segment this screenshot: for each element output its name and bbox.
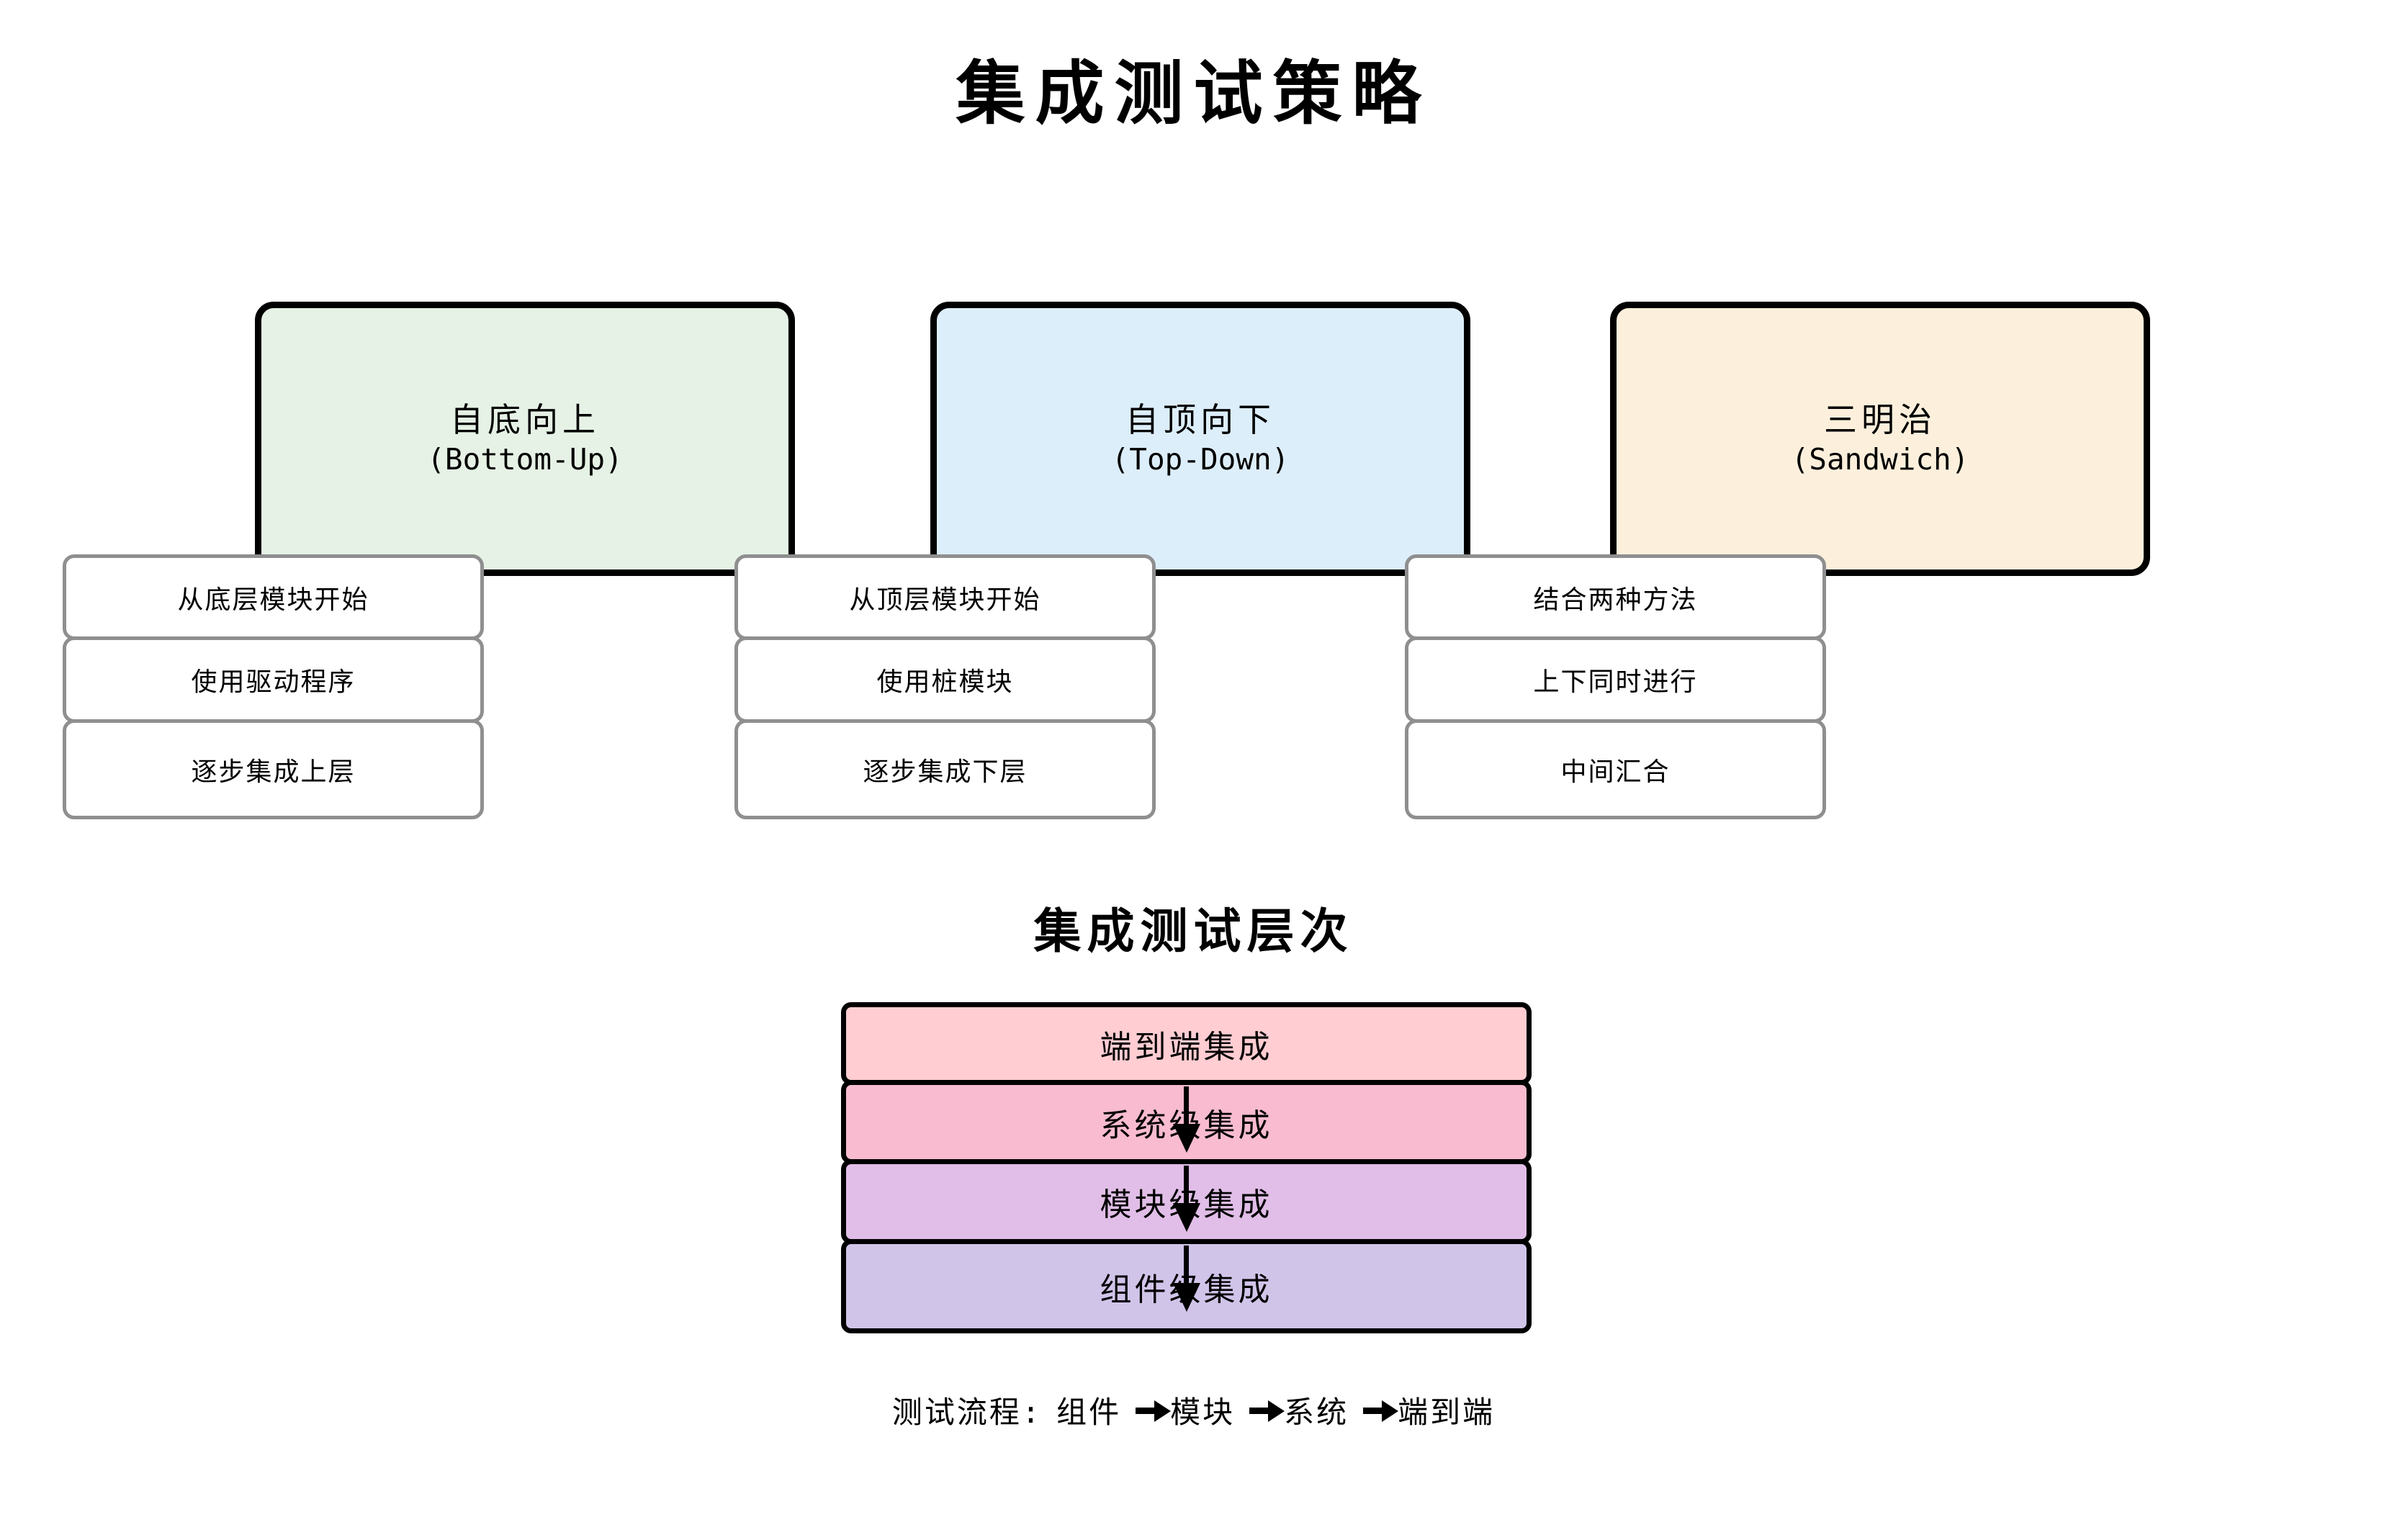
down-arrow-icon (1184, 1246, 1189, 1283)
note-text: 使用桩模块 (876, 667, 1014, 697)
flow-prefix: 测试流程: (891, 1395, 1043, 1430)
strategy-name-en: (Bottom-Up) (427, 442, 623, 477)
note-text: 从顶层模块开始 (849, 585, 1041, 615)
note-text: 从底层模块开始 (177, 585, 369, 615)
note-box: 使用驱动程序 (63, 636, 484, 723)
strategy-card-bottom-up: 自底向上 (Bottom-Up) (255, 302, 795, 576)
flow-step: 端到端 (1398, 1395, 1496, 1430)
right-arrow-icon (1136, 1408, 1156, 1414)
strategy-card-top-down: 自顶向下 (Top-Down) (930, 302, 1470, 576)
flow-step: 组件 (1056, 1395, 1122, 1430)
strategy-name: 三明治 (1824, 400, 1936, 439)
note-text: 使用驱动程序 (191, 667, 356, 697)
note-text: 中间汇合 (1560, 757, 1671, 787)
down-arrow-icon (1184, 1166, 1189, 1203)
note-box: 使用桩模块 (734, 636, 1156, 723)
page-title: 集成测试策略 (956, 53, 1431, 134)
right-arrow-icon (1249, 1408, 1270, 1414)
note-box: 从底层模块开始 (63, 554, 484, 640)
note-box: 从顶层模块开始 (734, 554, 1156, 640)
strategy-card-sandwich: 三明治 (Sandwich) (1610, 302, 2150, 576)
flow-caption: 测试流程: 组件 模块 系统 端到端 (0, 1388, 2387, 1432)
note-box: 中间汇合 (1405, 719, 1826, 819)
note-text: 逐步集成上层 (191, 757, 356, 787)
levels-title: 集成测试层次 (1033, 904, 1354, 959)
strategy-name: 自顶向下 (1125, 400, 1275, 439)
level-label: 端到端集成 (1100, 1028, 1273, 1066)
right-arrow-icon (1363, 1408, 1384, 1414)
flow-step: 系统 (1284, 1395, 1349, 1430)
strategy-name: 自底向上 (450, 400, 600, 439)
note-box: 上下同时进行 (1405, 636, 1826, 723)
note-box: 逐步集成下层 (734, 719, 1156, 819)
note-text: 逐步集成下层 (863, 757, 1028, 787)
note-box: 逐步集成上层 (63, 719, 484, 819)
note-text: 结合两种方法 (1533, 585, 1698, 615)
note-box: 结合两种方法 (1405, 554, 1826, 640)
strategy-name-en: (Sandwich) (1791, 442, 1969, 477)
strategy-name-en: (Top-Down) (1111, 442, 1290, 477)
note-text: 上下同时进行 (1533, 667, 1698, 697)
flow-step: 模块 (1170, 1395, 1236, 1430)
down-arrow-icon (1184, 1086, 1189, 1124)
level-box-end-to-end: 端到端集成 (841, 1002, 1532, 1085)
